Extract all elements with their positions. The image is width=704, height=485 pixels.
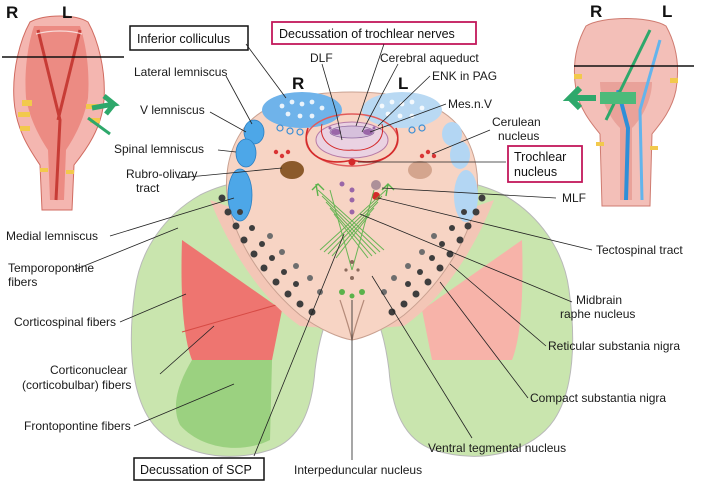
lateral-lemniscus-label: Lateral lemniscus <box>134 65 227 79</box>
interpeduncular-label: Interpeduncular nucleus <box>294 463 422 477</box>
corticospinal-label: Corticospinal fibers <box>14 315 116 329</box>
trochlear-nucleus-label-2: nucleus <box>514 165 557 179</box>
section-l-letter: L <box>398 74 408 93</box>
cerebral-aqueduct-label: Cerebral aqueduct <box>380 51 479 65</box>
trochlear-nucleus-box <box>507 145 583 183</box>
tectospinal-label: Tectospinal tract <box>596 243 683 257</box>
midbrain-raphe-label-2: raphe nucleus <box>560 307 635 321</box>
corticonuclear-label-1: Corticonuclear <box>50 363 127 377</box>
leader-lines <box>73 43 593 460</box>
compact-sn-label: Compact substantia nigra <box>530 391 666 405</box>
inferior-colliculus-label: Inferior colliculus <box>137 32 230 46</box>
temporopontine-label-2: fibers <box>8 275 37 289</box>
left-inset-l-letter: L <box>62 3 72 22</box>
inferior-colliculus-box <box>129 25 249 51</box>
decussation-scp-box <box>133 457 265 481</box>
cerulean-label-2: nucleus <box>498 129 539 143</box>
medial-lemniscus-label: Medial lemniscus <box>6 229 98 243</box>
right-brainstem-inset <box>562 18 694 207</box>
cerulean-label-1: Cerulean <box>492 115 541 129</box>
decussation-trochlear-label: Decussation of trochlear nerves <box>279 27 455 41</box>
rubro-olivary-label-1: Rubro-olivary <box>126 167 197 181</box>
rubro-olivary-label-2: tract <box>136 181 160 195</box>
left-inset-r-letter: R <box>6 3 18 22</box>
decussation-scp-label: Decussation of SCP <box>140 463 252 477</box>
left-brainstem-inset <box>2 15 124 211</box>
v-lemniscus-label: V lemniscus <box>140 103 205 117</box>
corticonuclear-label-2: (corticobulbar) fibers <box>22 378 131 392</box>
right-inset-l-letter: L <box>662 2 672 21</box>
mlf-label: MLF <box>562 191 586 205</box>
mes-n-v-label: Mes.n.V <box>448 97 492 111</box>
ventral-tegmental-label: Ventral tegmental nucleus <box>428 441 566 455</box>
spinal-lemniscus-label: Spinal lemniscus <box>114 142 204 156</box>
right-inset-r-letter: R <box>590 2 602 21</box>
frontopontine-label: Frontopontine fibers <box>24 419 131 433</box>
enk-pag-label: ENK in PAG <box>432 69 497 83</box>
temporopontine-label-1: Temporopontine <box>8 261 94 275</box>
section-r-letter: R <box>292 74 304 93</box>
dlf-label: DLF <box>310 51 333 65</box>
reticular-sn-label: Reticular substania nigra <box>548 339 680 353</box>
midbrain-raphe-label-1: Midbrain <box>576 293 622 307</box>
midbrain-section <box>130 91 574 457</box>
decussation-trochlear-box <box>271 21 477 45</box>
trochlear-nucleus-label-1: Trochlear <box>514 150 566 164</box>
